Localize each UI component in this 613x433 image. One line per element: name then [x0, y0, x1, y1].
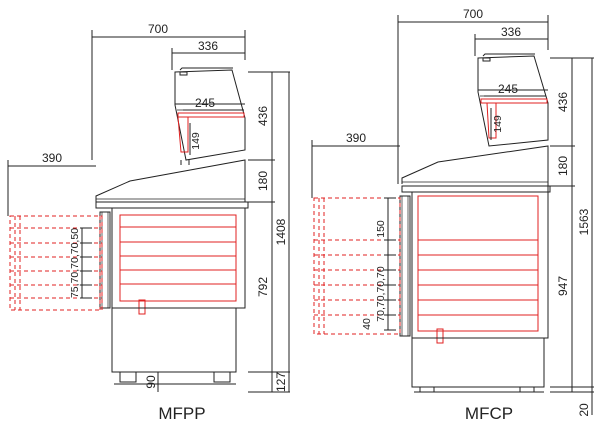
mfpp-shelf-width-label: 245 — [195, 96, 215, 110]
mfcp-width-label: 700 — [463, 7, 483, 21]
mfpp-counter — [95, 159, 249, 209]
mfpp-leg-foot-label: 90 — [144, 375, 158, 389]
mfcp-cabinet-height-label: 947 — [556, 276, 570, 296]
mfcp-shelf — [480, 98, 548, 139]
mfcp-base-height-label: 20 — [577, 403, 591, 417]
mfpp-base — [111, 307, 237, 385]
mfpp-canopy-height-label: 436 — [256, 106, 270, 126]
mfpp-canopy-width-label: 336 — [198, 39, 218, 53]
mfcp-counter — [401, 145, 551, 193]
mfpp-width-label: 700 — [148, 22, 168, 36]
mfpp-shelf-depth-label: 149 — [190, 132, 202, 150]
mfcp-drawing: 700 336 245 149 390 436 180 947 1563 20 … — [311, 7, 594, 423]
mfcp-dimension-lines — [311, 15, 594, 415]
mfpp-total-height-label: 1408 — [274, 218, 288, 245]
mfcp-tray-bottom-label: 40 — [361, 318, 373, 330]
mfcp-shelf-width-label: 245 — [498, 82, 518, 96]
mfpp-cabinet — [9, 208, 246, 315]
mfcp-canopy-width-label: 336 — [501, 25, 521, 39]
mfpp-cabinet-height-label: 792 — [256, 277, 270, 297]
mfpp-leg-height-label: 127 — [274, 372, 288, 392]
mfpp-shelf — [177, 112, 245, 153]
mfcp-base — [411, 337, 545, 393]
mfcp-total-height-label: 1563 — [577, 208, 591, 235]
mfpp-tray-spacing-label: 75,70,70,70,50 — [69, 228, 81, 298]
mfpp-dimension-lines — [7, 30, 290, 393]
mfpp-drawing: 700 336 245 149 390 436 180 792 1408 127… — [7, 22, 290, 423]
mfcp-model-label: MFCP — [465, 404, 513, 423]
mfpp-model-label: MFPP — [158, 404, 205, 423]
mfcp-canopy-height-label: 436 — [556, 92, 570, 112]
mfcp-tray-top-label: 150 — [375, 220, 387, 238]
mfcp-tray-spacing-label: 70,70,70,70 — [375, 266, 387, 322]
mfcp-drawer-extension-label: 390 — [346, 131, 366, 145]
mfcp-shelf-depth-label: 149 — [492, 115, 504, 133]
mfpp-drawer-extension-label: 390 — [42, 151, 62, 165]
mfpp-counter-height-label: 180 — [256, 171, 270, 191]
mfcp-counter-height-label: 180 — [556, 156, 570, 176]
mfcp-cabinet — [313, 191, 549, 344]
